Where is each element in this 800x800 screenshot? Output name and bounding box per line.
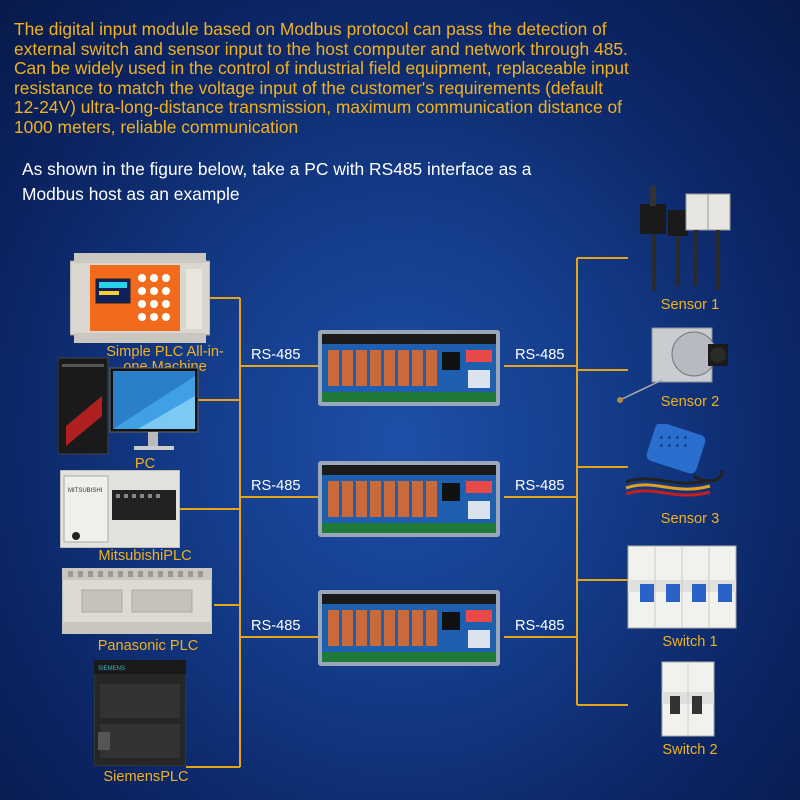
example-caption: As shown in the figure below, take a PC … [22, 157, 531, 207]
displacement-sensor-icon [636, 180, 736, 296]
rs485-label: RS-485 [251, 478, 301, 494]
host-label: SiemensPLC [103, 769, 189, 785]
device-label: Sensor 2 [660, 394, 720, 410]
io-module-icon [318, 330, 500, 406]
circuit-breaker-icon [626, 540, 738, 630]
rs485-label: RS-485 [251, 347, 301, 363]
intro-line: resistance to match the voltage input of… [14, 77, 604, 98]
siemens-plc-icon: SIEMENS [93, 659, 187, 767]
host-label-line: Simple PLC All-in- [106, 344, 224, 360]
small-breaker-icon [660, 660, 716, 738]
siemens-brand-text: SIEMENS [98, 666, 125, 672]
panasonic-plc-icon [61, 567, 213, 635]
intro-line: Can be widely used in the control of ind… [14, 58, 629, 79]
device-label: Switch 1 [662, 634, 718, 650]
device-label: Switch 2 [662, 742, 718, 758]
plc-all-in-one-icon [69, 253, 211, 343]
intro-line: The digital input module based on Modbus… [14, 19, 607, 39]
draw-wire-sensor-icon [612, 322, 732, 410]
intro-line: external switch and sensor input to the … [14, 38, 628, 59]
io-module-icon [318, 590, 500, 666]
intro-line: 1000 meters, reliable communication [14, 116, 299, 137]
device-label: Sensor 3 [660, 511, 720, 527]
rs485-label: RS-485 [515, 478, 565, 494]
io-module-icon [318, 461, 500, 537]
caption-line: Modbus host as an example [22, 184, 240, 204]
rs485-label: RS-485 [251, 618, 301, 634]
device-label: Sensor 1 [660, 297, 720, 313]
mitsubishi-plc-icon: MITSUBISHI [59, 469, 181, 549]
intro-line: 12-24V) ultra-long-distance transmission… [14, 97, 622, 118]
host-label: MitsubishiPLC [98, 548, 192, 564]
rs485-label: RS-485 [515, 618, 565, 634]
pc-icon [57, 356, 200, 456]
host-label: Panasonic PLC [97, 638, 199, 654]
rs485-label: RS-485 [515, 347, 565, 363]
intro-paragraph: The digital input module based on Modbus… [14, 19, 790, 138]
humidity-sensor-icon [624, 422, 728, 508]
plc-brand-text: MITSUBISHI [68, 488, 103, 494]
host-label: PC [134, 456, 156, 472]
caption-line: As shown in the figure below, take a PC … [22, 159, 532, 179]
